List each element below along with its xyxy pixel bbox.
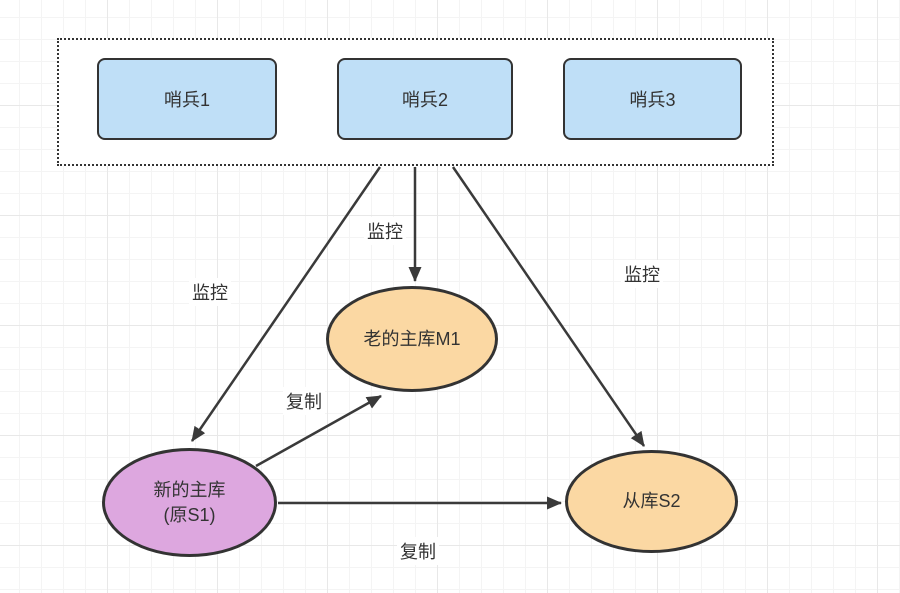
node-old-master-m1: 老的主库M1 — [326, 286, 498, 392]
edge-label-replicate-upper: 复制 — [283, 387, 325, 415]
node-sentinel-2: 哨兵2 — [337, 58, 513, 140]
edge-label-monitor-mid: 监控 — [364, 217, 406, 245]
node-new-master-s1-label-line1: 新的主库 — [153, 480, 226, 501]
node-slave-s2-label: 从库S2 — [622, 491, 681, 512]
edge-monitor-sentinels-to-slave — [451, 166, 646, 447]
edge-label-monitor-left: 监控 — [189, 278, 231, 306]
node-new-master-s1: 新的主库 (原S1) — [102, 448, 277, 557]
node-sentinel-1: 哨兵1 — [97, 58, 277, 140]
node-sentinel-3-label: 哨兵3 — [629, 90, 676, 110]
node-slave-s2: 从库S2 — [565, 450, 738, 553]
node-sentinel-1-label: 哨兵1 — [163, 90, 210, 110]
node-sentinel-2-label: 哨兵2 — [401, 90, 448, 110]
edge-label-monitor-right: 监控 — [621, 260, 663, 288]
node-new-master-s1-label-line2: (原S1) — [163, 504, 216, 525]
node-old-master-m1-label: 老的主库M1 — [363, 328, 461, 349]
edge-label-replicate-lower: 复制 — [397, 537, 439, 565]
node-sentinel-3: 哨兵3 — [563, 58, 742, 140]
